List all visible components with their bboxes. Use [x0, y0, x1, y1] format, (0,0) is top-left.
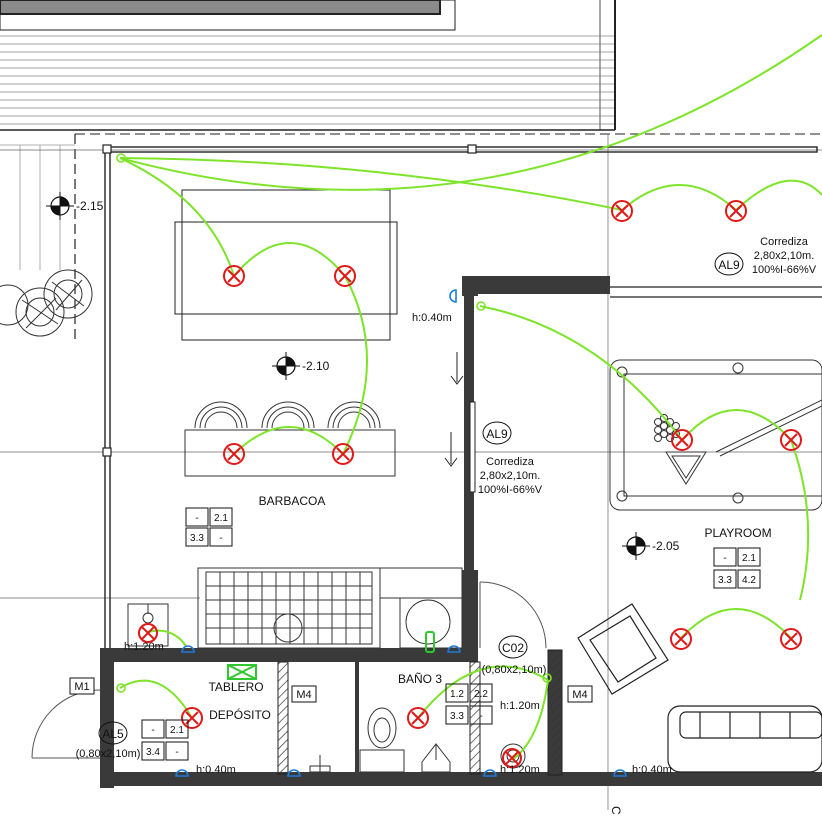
- room-label-barbacoa: BARBACOA: [259, 494, 326, 508]
- shrubs: [0, 269, 93, 337]
- height-label: h:1.20m: [124, 641, 164, 653]
- room-label-deposito: DEPÓSITO: [209, 707, 271, 722]
- height-label: h:0.40m: [412, 312, 452, 324]
- pool-table: [609, 359, 822, 511]
- height-label: h:0.40m: [196, 764, 236, 776]
- light-fixture: [407, 707, 429, 729]
- roof-area: [0, 0, 822, 135]
- circuit-cell: -: [723, 553, 726, 564]
- svg-text:2,80x2,10m.: 2,80x2,10m.: [480, 470, 541, 482]
- svg-text:C02: C02: [502, 641, 524, 655]
- level-barbacoa: -2.10: [302, 359, 330, 373]
- level-marker-icon: [622, 532, 650, 560]
- circuit-cell: 3.3: [450, 711, 464, 722]
- dining-table: [174, 189, 398, 341]
- svg-text:2,80x2,10m.: 2,80x2,10m.: [754, 250, 815, 262]
- light-fixture: [780, 628, 802, 650]
- svg-text:M4: M4: [296, 689, 311, 701]
- svg-text:Corrediza: Corrediza: [486, 456, 535, 468]
- switches: [116, 153, 552, 693]
- armchair: [577, 603, 669, 695]
- circuit-cell: -: [175, 747, 178, 758]
- svg-text:AL9: AL9: [718, 258, 740, 272]
- svg-text:M4: M4: [572, 689, 587, 701]
- deposito-utility: [309, 755, 331, 773]
- light-fixture: [138, 623, 158, 643]
- circuit-cell: 3.3: [190, 533, 204, 544]
- light-fixture: [670, 628, 692, 650]
- wiring: [119, 34, 822, 761]
- circuit-cell: 2.1: [214, 513, 228, 524]
- light-fixture: [780, 429, 802, 451]
- svg-text:M1: M1: [74, 681, 89, 693]
- level-playroom: -2.05: [652, 539, 680, 553]
- tag-m4b: M4: [567, 685, 593, 703]
- circuit-cell: -: [151, 725, 154, 736]
- circuit-box-barbacoa: - 2.1 3.3 -: [185, 507, 233, 547]
- level-upper-left: -2.15: [76, 199, 104, 213]
- circuit-cell: 2.1: [170, 725, 184, 736]
- outlets: [175, 289, 627, 777]
- tag-m1: M1: [69, 677, 95, 695]
- tablero-label: TABLERO: [208, 680, 263, 694]
- level-marker-icon: [272, 352, 300, 380]
- sofa: [667, 705, 822, 773]
- grid-label-c: C: [609, 806, 623, 815]
- light-fixture: [223, 443, 245, 465]
- circuit-cell: -: [479, 711, 482, 722]
- circuit-cell: -: [195, 513, 198, 524]
- door-tag-al9-top: AL9 Corrediza 2,80x2,10m. 100%I-66%V: [714, 236, 817, 276]
- light-fixture: [671, 429, 693, 451]
- circuit-cell: -: [219, 533, 222, 544]
- light-fixtures: [138, 200, 802, 768]
- bidet: [421, 743, 451, 773]
- svg-text:(0,80x2,10m): (0,80x2,10m): [482, 664, 547, 676]
- svg-text:(0,80x2,10m): (0,80x2,10m): [76, 748, 141, 760]
- svg-text:100%I-66%V: 100%I-66%V: [752, 264, 817, 276]
- level-marker-icon: [46, 192, 74, 220]
- washbasin-round: [399, 597, 463, 649]
- circuit-cell: 1.2: [450, 689, 464, 700]
- circuit-cell: 3.3: [718, 575, 732, 586]
- circuit-cell: 3.4: [146, 747, 160, 758]
- room-label-playroom: PLAYROOM: [704, 526, 771, 540]
- circuit-box-playroom: - 2.1 3.3 4.2: [713, 547, 761, 589]
- light-fixture: [611, 200, 633, 222]
- svg-text:AL9: AL9: [486, 427, 508, 441]
- grill: [197, 567, 381, 649]
- circuit-cell: 2.2: [474, 689, 488, 700]
- room-label-bano3: BAÑO 3: [398, 672, 442, 686]
- height-label: h:1.20m: [500, 764, 540, 776]
- toilet: [359, 707, 405, 773]
- door-tag-al5: AL5 (0,80x2,10m): [76, 721, 141, 760]
- circuit-cell: 2.1: [742, 553, 756, 564]
- light-fixture: [332, 443, 354, 465]
- green-fixture: [425, 631, 435, 653]
- tag-m4a: M4: [291, 685, 317, 703]
- light-fixture: [223, 265, 245, 287]
- grid-lines: [0, 134, 822, 810]
- tablero-symbol: [227, 664, 257, 680]
- sliding-door-track: [444, 352, 476, 493]
- wall-stub: [379, 567, 463, 599]
- height-label: h:1.20m: [500, 700, 540, 712]
- svg-text:Corrediza: Corrediza: [760, 236, 809, 248]
- svg-text:100%I-66%V: 100%I-66%V: [478, 484, 543, 496]
- light-fixture: [725, 200, 747, 222]
- circuit-cell: 4.2: [742, 575, 756, 586]
- light-fixture: [181, 707, 203, 729]
- bar-stools: [184, 401, 396, 477]
- door-tag-c02: C02 (0,80x2,10m): [482, 635, 547, 676]
- svg-text:AL5: AL5: [102, 727, 124, 741]
- circuit-box-bano: 1.2 2.2 3.3 -: [445, 683, 493, 725]
- light-fixture: [502, 748, 522, 768]
- door-tag-al9-mid: AL9 Corrediza 2,80x2,10m. 100%I-66%V: [478, 421, 543, 496]
- height-label: h:0.40m: [632, 764, 672, 776]
- circuit-box-deposito: - 2.1 3.4 -: [141, 719, 189, 761]
- light-fixture: [334, 265, 356, 287]
